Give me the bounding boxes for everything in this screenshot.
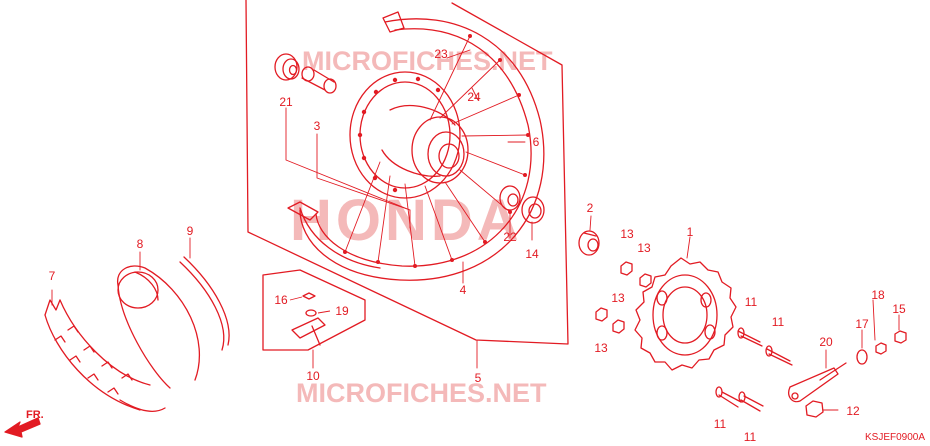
callout-9: 9	[187, 224, 194, 238]
callout-5: 5	[475, 371, 482, 385]
watermark-group: MICROFICHES.NET HONDA MICROFICHES.NET	[290, 46, 553, 408]
callout-11c: 11	[714, 417, 727, 431]
callout-13a: 13	[620, 227, 634, 241]
part-1-sprocket	[634, 257, 737, 371]
front-arrow-icon	[4, 417, 41, 438]
wheel-assembly-frame	[245, 0, 569, 345]
callout-13b: 13	[637, 241, 651, 255]
callout-2: 2	[587, 201, 594, 215]
part-7-tire	[44, 299, 166, 412]
part-3-collar	[301, 66, 337, 94]
callout-1: 1	[687, 225, 694, 239]
callout-10: 10	[306, 369, 320, 383]
part-22-bearing	[499, 185, 521, 211]
watermark-center: HONDA	[290, 188, 523, 253]
callout-15: 15	[892, 302, 906, 316]
wheel-hub	[349, 71, 469, 199]
leader-lines	[51, 49, 900, 411]
callout-22: 22	[503, 230, 517, 244]
part-9-rim-band	[179, 256, 230, 351]
part-8-tube	[117, 265, 200, 389]
part-14-seal	[521, 196, 545, 224]
front-label: FR.	[26, 409, 44, 421]
part-2-collar	[578, 230, 600, 256]
callout-6: 6	[533, 135, 540, 149]
callout-14: 14	[525, 247, 539, 261]
part-13-nuts	[595, 261, 652, 334]
rim-band	[299, 207, 381, 269]
part-21-bearing	[274, 53, 300, 81]
callout-7: 7	[49, 269, 56, 283]
callout-11b: 11	[772, 315, 785, 329]
callout-17: 17	[855, 317, 869, 331]
part-18-nut	[875, 342, 887, 355]
diagram-code: KSJEF0900A	[865, 432, 925, 443]
watermark-bottom: MICROFICHES.NET	[296, 378, 547, 408]
part-15-cap	[894, 330, 907, 344]
watermark-top: MICROFICHES.NET	[302, 46, 553, 76]
callout-20: 20	[819, 335, 833, 349]
callout-8: 8	[137, 237, 144, 251]
wheel-rim	[287, 11, 545, 281]
part-20-adjuster	[788, 362, 847, 403]
part-11-bolts	[715, 327, 793, 412]
callout-13c: 13	[611, 291, 625, 305]
callout-24: 24	[467, 90, 481, 104]
callout-11a: 11	[745, 295, 758, 309]
callout-19: 19	[335, 304, 349, 318]
part-12-nut	[805, 400, 824, 418]
callout-13d: 13	[594, 341, 608, 355]
callout-23: 23	[434, 47, 448, 61]
callout-12: 12	[846, 404, 860, 418]
callout-3: 3	[314, 119, 321, 133]
part-10-valve-box	[262, 269, 366, 351]
callout-4: 4	[460, 283, 467, 297]
part-17-washer	[856, 349, 868, 365]
callout-16: 16	[274, 293, 288, 307]
callout-21: 21	[279, 95, 293, 109]
callout-18: 18	[871, 288, 885, 302]
callout-11d: 11	[744, 430, 757, 444]
